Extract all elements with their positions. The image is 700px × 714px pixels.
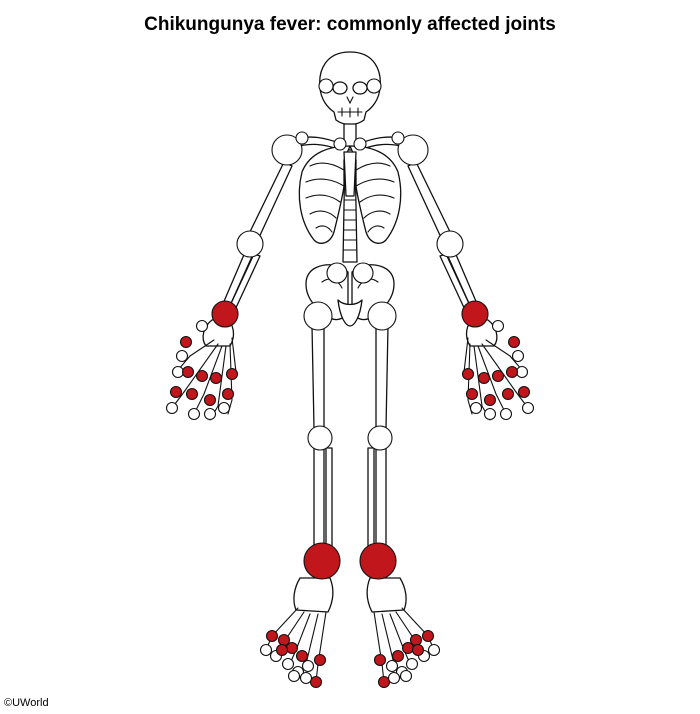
- left-hand-finger-joint: [169, 385, 183, 399]
- right-hand-finger-joint: [507, 335, 521, 349]
- right-sternoclavicular-joint: [353, 137, 367, 151]
- left-hand-finger-joint: [195, 369, 209, 383]
- left-tmj-joint: [318, 78, 334, 94]
- left-shoulder-joint: [271, 134, 303, 166]
- right-acromioclavicular-joint: [391, 131, 405, 145]
- left-hand-finger-joint: [203, 407, 217, 421]
- right-foot-toe-joint: [387, 671, 401, 685]
- right-hand-finger-joint: [499, 407, 513, 421]
- left-hand-finger-joint: [221, 387, 235, 401]
- left-hip-joint: [303, 301, 333, 331]
- right-wrist-joint: [461, 300, 489, 328]
- skull: [319, 51, 381, 126]
- right-hand-finger-joint: [505, 365, 519, 379]
- right-foot-toe-joint: [411, 643, 425, 657]
- right-hip-joint: [367, 301, 397, 331]
- left-hand-finger-joint: [195, 319, 209, 333]
- left-hand-finger-joint: [181, 365, 195, 379]
- right-tmj-joint: [366, 78, 382, 94]
- right-elbow-joint: [436, 230, 464, 258]
- right-hand-finger-joint: [483, 407, 497, 421]
- left-foot-toe-joint: [259, 643, 273, 657]
- left-sternoclavicular-joint: [333, 137, 347, 151]
- left-hand-finger-joint: [185, 387, 199, 401]
- left-wrist-joint: [211, 300, 239, 328]
- left-foot-toe-joint: [299, 671, 313, 685]
- right-hand-finger-joint: [491, 319, 505, 333]
- left-hand-finger-joint: [209, 371, 223, 385]
- left-foot-toe-joint: [275, 643, 289, 657]
- right-hand-finger-joint: [521, 401, 535, 415]
- right-hand-finger-joint: [483, 393, 497, 407]
- left-foot-toe-joint: [281, 657, 295, 671]
- right-foot-toe-joint: [391, 649, 405, 663]
- left-ankle-joint: [303, 542, 341, 580]
- left-foot-toe-joint: [313, 653, 327, 667]
- left-hand-finger-joint: [175, 349, 189, 363]
- right-foot-toe-joint: [401, 641, 415, 655]
- right-hand-finger-joint: [501, 387, 515, 401]
- left-foot-toe-joint: [295, 649, 309, 663]
- left-foot-toe-joint: [265, 629, 279, 643]
- right-foot-toe-joint: [377, 675, 391, 689]
- left-hand-finger-joint: [203, 393, 217, 407]
- right-knee-joint: [367, 425, 393, 451]
- right-foot-toe-joint: [405, 657, 419, 671]
- left-hand-finger-joint: [225, 367, 239, 381]
- diagram-title: Chikungunya fever: commonly affected joi…: [144, 14, 556, 35]
- right-foot: [366, 577, 435, 683]
- left-hand-finger-joint: [171, 365, 185, 379]
- left-foot-toe-joint: [301, 659, 315, 673]
- left-elbow-joint: [236, 230, 264, 258]
- right-hand-finger-joint: [515, 365, 529, 379]
- sacroiliac-joint: [326, 262, 348, 284]
- right-hand-finger-joint: [461, 367, 475, 381]
- right-hand-finger-joint: [491, 369, 505, 383]
- sacroiliac-joint: [352, 262, 374, 284]
- right-ankle-joint: [359, 542, 397, 580]
- right-foot-toe-joint: [399, 669, 413, 683]
- left-hand-finger-joint: [165, 401, 179, 415]
- right-hand-finger-joint: [465, 387, 479, 401]
- right-foot-toe-joint: [421, 629, 435, 643]
- right-hand-finger-joint: [517, 385, 531, 399]
- left-hand-finger-joint: [179, 335, 193, 349]
- left-acromioclavicular-joint: [295, 131, 309, 145]
- copyright-credit: ©UWorld: [4, 697, 49, 709]
- left-foot-toe-joint: [287, 669, 301, 683]
- left-knee-joint: [307, 425, 333, 451]
- left-foot-toe-joint: [285, 641, 299, 655]
- right-hand-finger-joint: [511, 349, 525, 363]
- right-foot-toe-joint: [427, 643, 441, 657]
- left-foot-toe-joint: [309, 675, 323, 689]
- joint-markers: [165, 78, 535, 689]
- right-hand-finger-joint: [477, 371, 491, 385]
- left-hand-finger-joint: [217, 401, 231, 415]
- right-foot-toe-joint: [385, 659, 399, 673]
- right-shoulder-joint: [397, 134, 429, 166]
- right-leg: [367, 325, 389, 549]
- right-arm: [407, 161, 479, 313]
- rib-cage: [298, 145, 402, 244]
- right-foot-toe-joint: [373, 653, 387, 667]
- right-hand-finger-joint: [469, 401, 483, 415]
- left-hand-finger-joint: [187, 407, 201, 421]
